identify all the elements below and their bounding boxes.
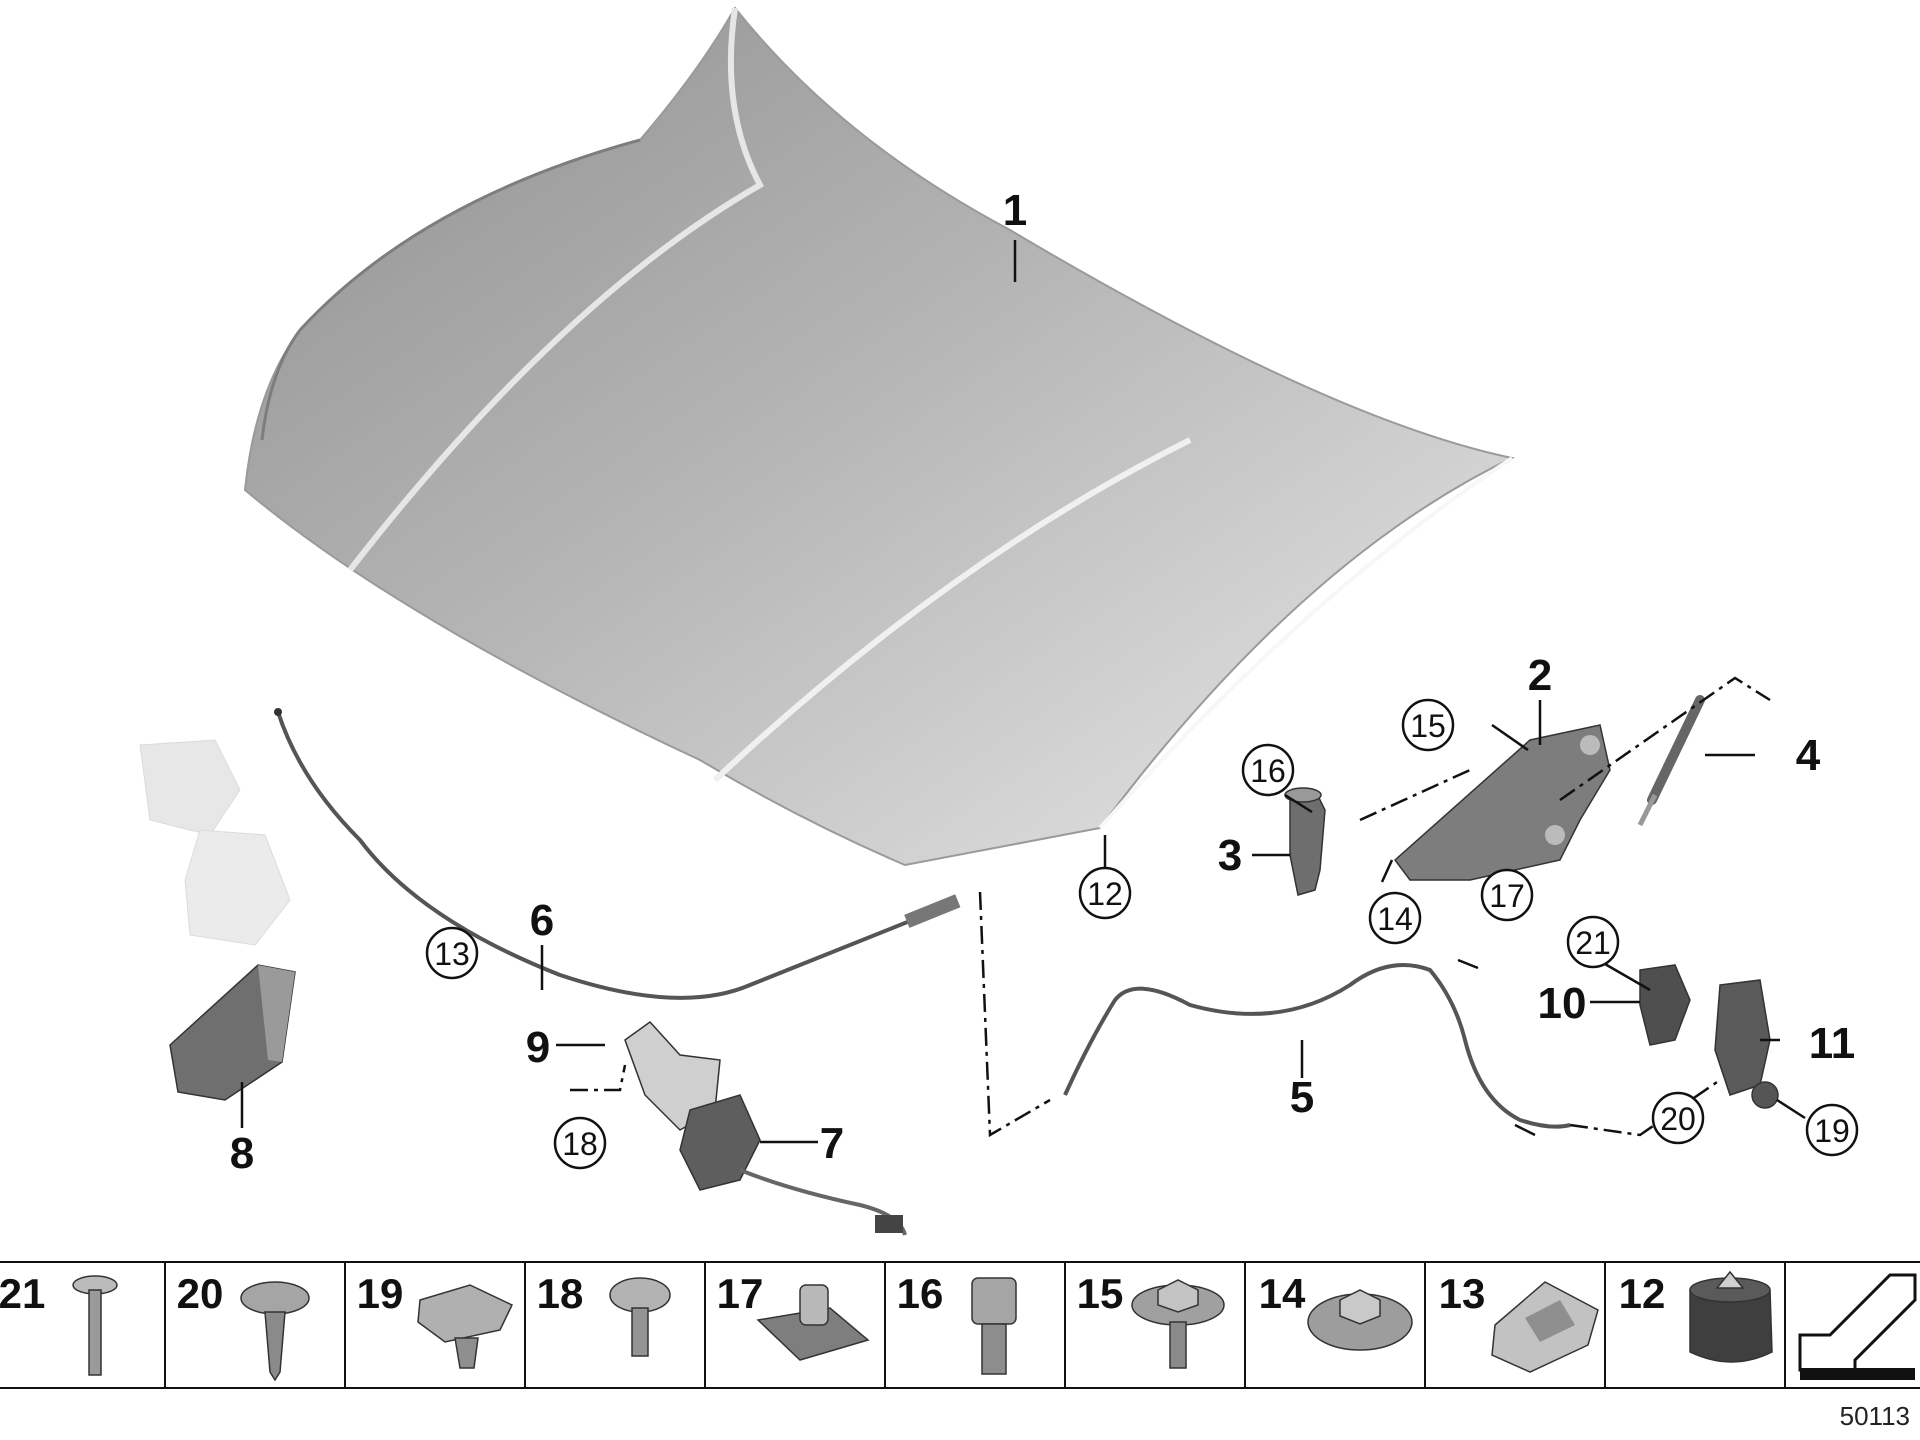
bowden-cable-right <box>1063 963 1571 1129</box>
strip-label-18: 18 <box>537 1270 584 1317</box>
screw-21-icon <box>72 1275 118 1376</box>
circled-callouts <box>425 698 1859 1170</box>
callout-6: 6 <box>530 896 554 945</box>
strip-label-19: 19 <box>357 1270 404 1317</box>
nut-14-icon <box>1307 1289 1413 1351</box>
circled-callout-labels: 12 13 14 15 16 17 18 19 20 21 <box>434 708 1850 1162</box>
callout-1: 1 <box>1003 186 1027 235</box>
callout-16: 16 <box>1250 753 1286 789</box>
faded-latch-ghost <box>139 739 291 946</box>
callout-3: 3 <box>1218 831 1242 880</box>
nut-19-icon <box>417 1284 514 1369</box>
callout-4: 4 <box>1796 731 1821 780</box>
callout-14: 14 <box>1377 901 1413 937</box>
strip-label-15: 15 <box>1077 1270 1124 1317</box>
callout-5: 5 <box>1290 1073 1314 1122</box>
callout-10: 10 <box>1538 979 1587 1028</box>
callout-9: 9 <box>526 1023 550 1072</box>
screw-18-icon <box>609 1277 671 1357</box>
screw-20-icon <box>240 1281 310 1382</box>
bolt-16-icon <box>971 1277 1017 1375</box>
lock-part <box>679 1094 907 1236</box>
cover-tray-part <box>169 964 296 1101</box>
callout-11: 11 <box>1809 1019 1856 1068</box>
callout-2: 2 <box>1528 651 1552 700</box>
hinge-part <box>1393 724 1611 881</box>
strip-label-17: 17 <box>717 1270 764 1317</box>
strip-label-20: 20 <box>177 1270 224 1317</box>
bowden-cable-left <box>274 708 961 1000</box>
callout-13: 13 <box>434 936 470 972</box>
callout-8: 8 <box>230 1129 254 1178</box>
leader-lines <box>240 240 1806 1144</box>
buffer-12-icon <box>1689 1270 1773 1363</box>
callout-18: 18 <box>562 1126 598 1162</box>
strip-label-16: 16 <box>897 1270 944 1317</box>
callout-labels: 1 2 3 4 5 6 7 8 9 10 11 <box>230 186 1856 1178</box>
orientation-arrow-icon <box>1798 1273 1917 1380</box>
pin-bracket-part <box>1284 787 1326 896</box>
callout-7: 7 <box>820 1119 844 1168</box>
callout-21: 21 <box>1575 925 1611 961</box>
clip-13-icon <box>1491 1281 1599 1373</box>
bracket-part <box>624 1021 721 1131</box>
callout-19: 19 <box>1814 1113 1850 1149</box>
gas-strut-part <box>1637 695 1705 827</box>
callout-12: 12 <box>1087 876 1123 912</box>
callout-15: 15 <box>1410 708 1446 744</box>
strip-label-12: 12 <box>1619 1270 1666 1317</box>
assembly-lines <box>570 676 1771 1138</box>
diagram-code: 50113 <box>1840 1401 1910 1431</box>
strip-label-21: 21 <box>0 1270 45 1317</box>
strip-label-13: 13 <box>1439 1270 1486 1317</box>
hardware-strip: 21 20 19 18 17 16 15 14 13 12 <box>0 1261 1920 1389</box>
callout-20: 20 <box>1660 1101 1696 1137</box>
bolt-15-icon <box>1131 1279 1225 1369</box>
latch-parts-10-11 <box>1639 964 1779 1109</box>
callout-17: 17 <box>1489 878 1525 914</box>
hood-panel <box>243 6 1516 867</box>
strip-label-14: 14 <box>1259 1270 1306 1317</box>
clip-17-icon <box>756 1284 870 1361</box>
